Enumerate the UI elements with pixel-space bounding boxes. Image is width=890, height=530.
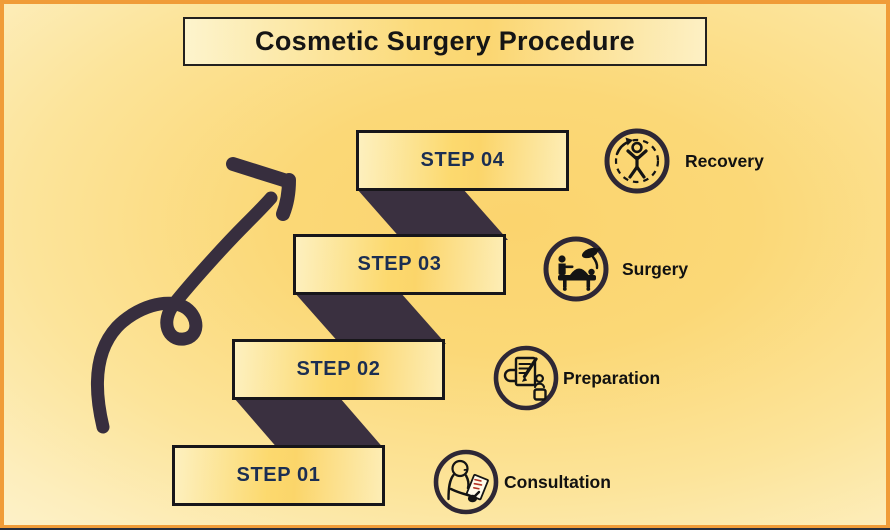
curved-arrow	[90, 157, 296, 434]
step-01-label: STEP 01	[236, 464, 321, 486]
consultation-label: Consultation	[504, 471, 611, 492]
curved-arrow-barb-right	[276, 173, 296, 221]
preparation-label: Preparation	[563, 367, 661, 388]
surgery-icon	[543, 236, 609, 302]
page-title: Cosmetic Surgery Procedure	[255, 26, 635, 56]
step-04-box: STEP 04	[356, 130, 569, 191]
consultation-icon	[433, 449, 499, 515]
feature-consultation: Consultation	[431, 447, 611, 517]
preparation-icon	[493, 345, 559, 411]
title-box: Cosmetic Surgery Procedure	[183, 17, 707, 66]
step-02-box: STEP 02	[232, 339, 445, 400]
curved-arrow-barb-top	[226, 157, 294, 188]
curved-arrow-shaft	[90, 191, 278, 434]
step-04-label: STEP 04	[420, 149, 505, 171]
step-03-label: STEP 03	[357, 253, 442, 275]
connector-ribbon-3-2	[294, 292, 446, 344]
recovery-label: Recovery	[685, 150, 764, 171]
step-01-box: STEP 01	[172, 445, 385, 506]
feature-surgery: Surgery	[541, 234, 688, 304]
surgery-label: Surgery	[622, 258, 689, 279]
feature-recovery: Recovery	[602, 126, 764, 196]
connector-ribbon-4-3	[357, 189, 508, 240]
step-03-box: STEP 03	[293, 234, 506, 295]
recovery-icon	[604, 128, 670, 194]
feature-preparation: Preparation	[491, 343, 660, 413]
step-02-label: STEP 02	[296, 358, 381, 380]
connector-ribbon-2-1	[234, 398, 385, 450]
